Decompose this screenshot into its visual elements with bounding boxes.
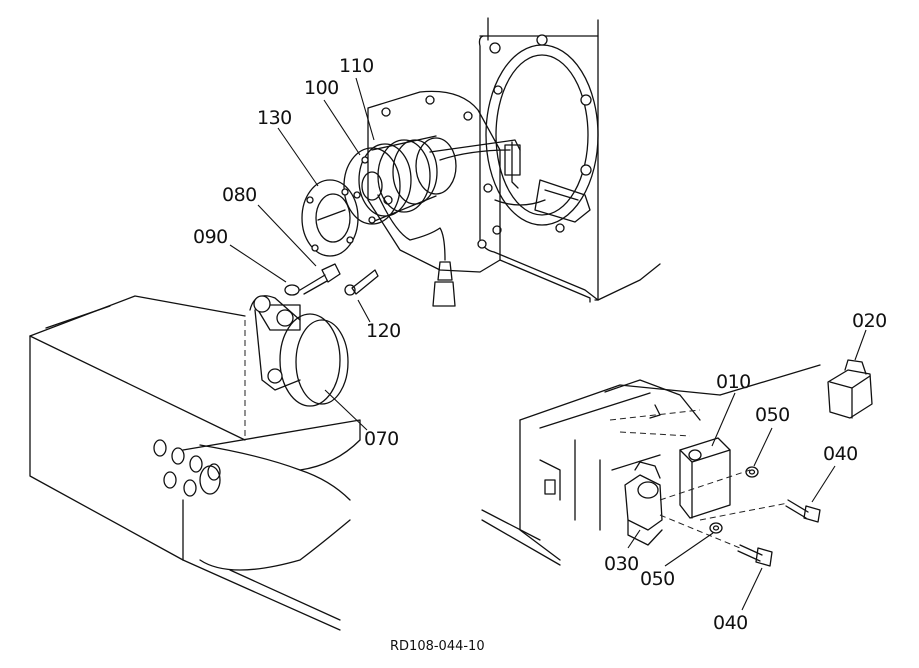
callout-090: 090 xyxy=(193,226,228,248)
callout-040-lower: 040 xyxy=(713,612,748,634)
callout-030: 030 xyxy=(604,553,639,575)
frame-body xyxy=(29,295,361,631)
coil-pulley xyxy=(343,135,457,307)
gasket xyxy=(301,179,359,257)
callout-080: 080 xyxy=(222,184,257,206)
callout-020: 020 xyxy=(852,310,887,332)
relay-020 xyxy=(827,359,873,419)
callout-070: 070 xyxy=(364,428,399,450)
leader-lines xyxy=(229,77,867,611)
engine-housing xyxy=(478,17,661,303)
holder-030 xyxy=(624,461,663,546)
callout-100: 100 xyxy=(304,77,339,99)
washer-bolt-set xyxy=(659,466,821,567)
callout-010: 010 xyxy=(716,371,751,393)
callout-120: 120 xyxy=(366,320,401,342)
mounting-bracket xyxy=(481,364,821,566)
cover-plate xyxy=(367,90,501,273)
drawing-reference-number: RD108-044-10 xyxy=(390,639,485,654)
relay-010 xyxy=(679,437,731,519)
callout-130: 130 xyxy=(257,107,292,129)
callout-050-upper: 050 xyxy=(755,404,790,426)
sensor-assembly xyxy=(429,139,591,223)
bolt-set xyxy=(284,263,379,296)
alternator xyxy=(249,295,349,407)
callout-110: 110 xyxy=(339,55,374,77)
callout-040-upper: 040 xyxy=(823,443,858,465)
callout-050-lower: 050 xyxy=(640,568,675,590)
